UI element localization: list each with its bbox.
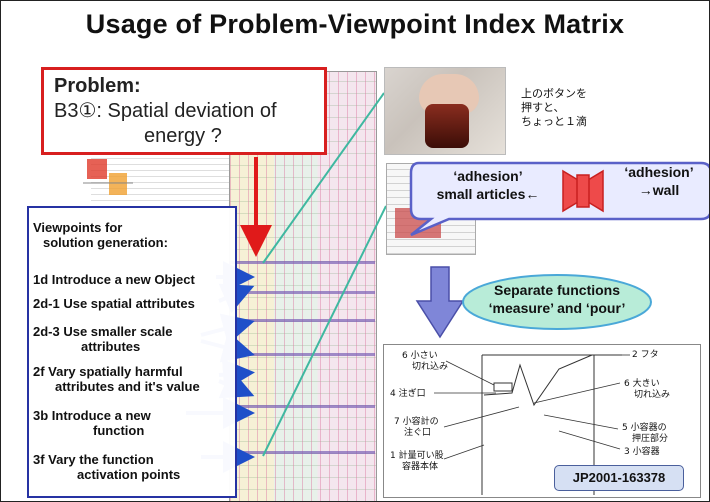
diagram-label-line: 6 大きい — [624, 379, 660, 389]
viewpoint-item-label: 2d-1 Use spatial attributes — [33, 296, 195, 311]
separate-functions-line-1: Separate functions — [493, 282, 621, 298]
diagram-label: 6 小さい 切れ込み — [402, 351, 448, 373]
viewpoint-item-label: 3f Vary the function — [33, 452, 154, 467]
problem-heading: Problem: — [54, 75, 141, 97]
diagram-label: 4 注ぎ口 — [390, 389, 426, 399]
diagram-label: 7 小容計の 注ぐ口 — [394, 417, 439, 439]
viewpoint-item-sublabel: activation points — [77, 467, 181, 482]
viewpoint-item-label: 2f Vary spatially harmful — [33, 364, 183, 379]
problem-line-1: B3①: Spatial deviation of — [54, 100, 277, 122]
viewpoint-item: 2f Vary spatially harmful attributes and… — [33, 364, 200, 394]
viewpoint-item-label: 1d Introduce a new Object — [33, 272, 195, 287]
problem-illustration — [83, 159, 133, 195]
adhesion-left-line-2: small articles← — [436, 186, 540, 202]
viewpoints-heading-line-1: Viewpoints for — [33, 220, 123, 235]
matrix-highlight-row — [229, 405, 375, 408]
diagram-label-line: 容器本体 — [402, 462, 439, 472]
matrix-highlight-row — [229, 261, 375, 264]
viewpoints-heading-line-2: solution generation: — [43, 235, 168, 250]
separate-functions-line-2: ‘measure’ and ‘pour’ — [488, 300, 626, 316]
viewpoint-item-label: 2d-3 Use smaller scale — [33, 324, 173, 339]
diagram-label: 2 フタ — [632, 350, 659, 360]
viewpoint-item: 3f Vary the function activation points — [33, 452, 180, 482]
diagram-label: 1 計量可い股 容器本体 — [390, 451, 444, 473]
adhesion-left-label: ‘adhesion’ small articles← — [413, 167, 563, 203]
diagram-label-line: 6 小さい — [402, 351, 438, 361]
diagram-label-line: 押圧部分 — [632, 434, 669, 444]
matrix-highlight-row — [229, 451, 375, 454]
viewpoint-item: 2d-3 Use smaller scale attributes — [33, 324, 172, 354]
viewpoint-item: 1d Introduce a new Object — [33, 272, 195, 287]
teal-connector-line — [262, 92, 385, 264]
photo-caption-line: 上のボタンを — [521, 87, 587, 100]
adhesion-left-line-1: ‘adhesion’ — [453, 168, 523, 184]
diagram-label: 3 小容器 — [624, 447, 660, 457]
diagram-label: 5 小容器の 押圧部分 — [622, 423, 668, 445]
patent-drawing — [434, 354, 630, 495]
diagram-label-line: 5 小容器の — [622, 423, 667, 433]
down-arrow-to-diagram — [415, 266, 465, 339]
viewpoint-item: 2d-1 Use spatial attributes — [33, 296, 195, 311]
diagram-label-line: 7 小容計の — [394, 417, 439, 427]
patent-diagram: 6 小さい 切れ込み 4 注ぎ口 7 小容計の 注ぐ口 1 計量可い股 容器本体… — [383, 344, 701, 498]
adhesion-right-line-1: ‘adhesion’ — [624, 164, 694, 180]
diagram-label: 6 大きい 切れ込み — [624, 379, 670, 401]
viewpoint-item-label: 3b Introduce a new — [33, 408, 151, 423]
diagram-label-line: 注ぐ口 — [404, 428, 432, 438]
bottle-shape — [425, 104, 469, 148]
viewpoint-item-sublabel: attributes — [81, 339, 141, 354]
photo-caption-line: ちょっと１滴 — [521, 115, 587, 128]
viewpoints-box: Viewpoints for solution generation: 1d I… — [27, 206, 237, 498]
adhesion-right-label: ‘adhesion’ →wall — [607, 163, 709, 199]
adhesion-right-line-2: →wall — [638, 182, 680, 198]
photo-caption-line: 押すと、 — [521, 101, 565, 114]
problem-line-2: energy ? — [144, 125, 222, 147]
diagram-label-line: 切れ込み — [412, 362, 449, 372]
matrix-highlight-row — [229, 291, 375, 294]
product-photo — [384, 67, 506, 155]
viewpoint-item-sublabel: function — [93, 423, 145, 438]
viewpoint-item-sublabel: attributes and it's value — [55, 379, 200, 394]
diagram-label-line: 切れ込み — [634, 390, 671, 400]
separate-functions-label: Separate functions ‘measure’ and ‘pour’ — [461, 281, 653, 317]
slide-title: Usage of Problem-Viewpoint Index Matrix — [85, 9, 625, 39]
photo-caption: 上のボタンを 押すと、 ちょっと１滴 — [521, 87, 587, 129]
teal-connector-line — [262, 205, 387, 457]
viewpoint-item: 3b Introduce a new function — [33, 408, 151, 438]
separate-functions-oval — [462, 274, 652, 330]
matrix-highlight-row — [229, 353, 375, 356]
patent-number-badge: JP2001-163378 — [554, 465, 684, 491]
matrix-highlight-row — [229, 319, 375, 322]
problem-box: Problem: B3①: Spatial deviation of energ… — [41, 67, 327, 155]
adhesion-bubble — [409, 161, 709, 237]
diagram-label-line: 1 計量可い股 — [390, 451, 444, 461]
viewpoints-heading: Viewpoints for solution generation: — [33, 220, 168, 250]
